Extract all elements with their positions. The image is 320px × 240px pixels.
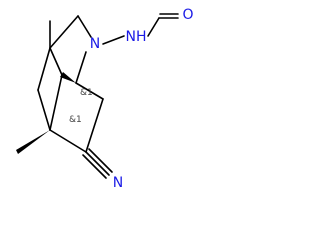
bond-right-cn	[85, 98, 104, 153]
bond-cn-1	[85, 151, 110, 176]
bond-ch2-n	[77, 15, 92, 38]
bond-c1-left	[37, 47, 51, 91]
bond-n-ch	[75, 51, 87, 84]
bond-nh-cho	[147, 17, 160, 37]
stereo-label-lower: &1	[69, 115, 82, 125]
wedge-bond-lower	[16, 130, 50, 154]
bond-cn-2	[88, 148, 113, 173]
bond-skeleton	[37, 13, 179, 179]
atom-label-oxygen: O	[182, 7, 193, 23]
atom-label-ring-nitrogen: N	[90, 36, 100, 52]
bond-c1-ch2	[49, 15, 79, 49]
stereo-label-upper: &1	[80, 88, 93, 98]
wedge-bond-upper	[60, 72, 76, 83]
bond-left-down	[37, 89, 51, 131]
bond-c1-mid	[49, 47, 63, 76]
bond-n-nh	[102, 35, 125, 45]
bond-mid-c2	[49, 74, 63, 131]
atom-label-amide-nh: NH	[126, 29, 147, 45]
molecule-diagram: N NH O N &1 &1	[16, 7, 194, 191]
bond-c2-ccn	[49, 129, 87, 153]
bond-ch-right	[75, 82, 104, 100]
bond-cn-3	[82, 154, 107, 179]
atom-label-nitrile-nitrogen: N	[113, 175, 123, 191]
